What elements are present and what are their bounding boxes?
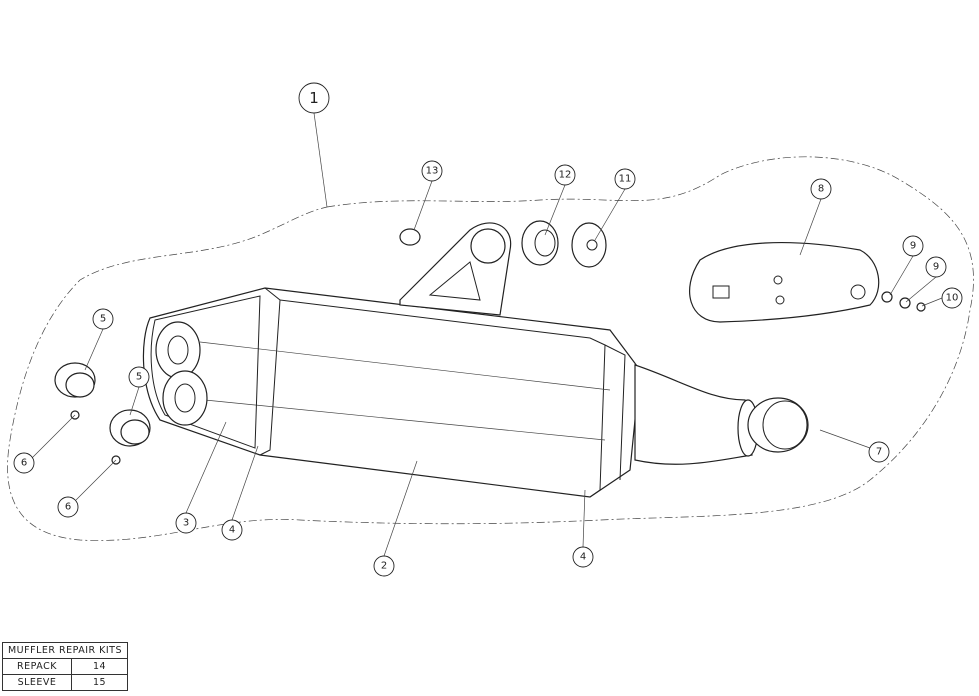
callout-9: 9 [902,235,924,257]
callout-6: 6 [57,496,79,518]
callout-2: 2 [373,555,395,577]
svg-text:4: 4 [229,525,235,536]
mounting-bracket [399,222,512,316]
svg-text:1: 1 [309,89,319,107]
callout-3: 3 [175,512,197,534]
callout-1: 1 [298,82,330,114]
callout-5: 5 [92,308,114,330]
svg-text:11: 11 [619,174,632,185]
svg-text:9: 9 [933,262,939,273]
svg-text:12: 12 [559,170,572,181]
callout-6: 6 [13,452,35,474]
svg-text:6: 6 [65,502,71,513]
table-title: MUFFLER REPAIR KITS [2,642,128,659]
muffler-body [142,287,641,498]
callout-13: 13 [421,160,443,182]
svg-text:2: 2 [381,561,387,572]
callout-4: 4 [221,519,243,541]
callout-7: 7 [868,441,890,463]
callout-8: 8 [810,178,832,200]
callout-10: 10 [941,287,963,309]
leader-lines [31,112,943,557]
callout-5: 5 [128,366,150,388]
svg-text:4: 4 [580,552,586,563]
callout-9: 9 [925,256,947,278]
svg-text:7: 7 [876,447,882,458]
callout-4: 4 [572,546,594,568]
svg-text:13: 13 [426,166,439,177]
svg-text:9: 9 [910,241,916,252]
svg-text:10: 10 [946,293,959,304]
link-pipe [634,364,759,465]
callout-11: 11 [614,168,636,190]
small-parts [54,220,926,465]
svg-text:6: 6 [21,458,27,469]
svg-text:8: 8 [818,184,824,195]
svg-text:5: 5 [100,314,106,325]
assembly-boundary [7,156,974,541]
svg-text:5: 5 [136,372,142,383]
svg-text:3: 3 [183,518,189,529]
heat-shield [689,241,880,323]
callout-12: 12 [554,164,576,186]
